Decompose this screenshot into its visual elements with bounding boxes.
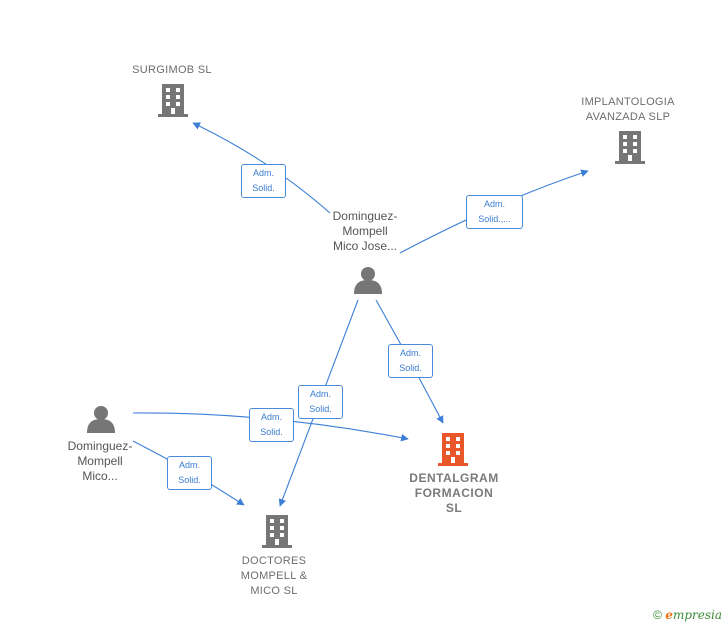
node-label-line: FORMACION — [414, 486, 494, 500]
building-icon-dentalgram[interactable] — [438, 433, 468, 466]
node-label-line: SURGIMOB SL — [132, 64, 212, 76]
node-label-line: AVANZADA SLP — [585, 111, 671, 123]
brand-initial: e — [665, 608, 673, 622]
edge-label-line: Solid. — [399, 363, 422, 373]
person-icon-mico[interactable] — [87, 406, 115, 433]
node-label-implantologia[interactable]: IMPLANTOLOGIA AVANZADA SLP — [566, 95, 690, 125]
node-label-line: Mico... — [82, 469, 118, 483]
node-label-person-mico[interactable]: Dominguez- Mompell Mico... — [40, 439, 160, 484]
edge-label-jose-implantologia[interactable]: Adm. Solid.,... — [466, 195, 523, 229]
edge-label-jose-surgimob[interactable]: Adm. Solid. — [241, 164, 286, 198]
edge-label-line: Adm. — [260, 412, 282, 422]
node-label-line: Mompell — [77, 454, 123, 468]
node-label-line: DOCTORES — [241, 555, 307, 567]
edge-label-mico-doctores[interactable]: Adm. Solid. — [167, 456, 212, 490]
node-label-dentalgram[interactable]: DENTALGRAM FORMACION SL — [392, 471, 516, 516]
building-icon-implantologia[interactable] — [615, 131, 645, 164]
edge-label-line: Adm. — [483, 199, 505, 209]
edge-label-line: Adm. — [309, 389, 331, 399]
edge-label-line: Solid.,... — [478, 214, 511, 224]
node-label-line: IMPLANTOLOGIA — [581, 96, 675, 108]
edge-label-line: Solid. — [252, 183, 275, 193]
node-label-line: MOMPELL & — [240, 570, 308, 582]
brand-logo: empresia — [665, 608, 722, 622]
building-icon-surgimob[interactable] — [158, 84, 188, 117]
node-label-line: MICO SL — [250, 585, 298, 597]
edge-label-line: Solid. — [260, 427, 283, 437]
building-icon-doctores[interactable] — [262, 515, 292, 548]
node-label-surgimob[interactable]: SURGIMOB SL — [110, 63, 234, 78]
node-label-person-jose[interactable]: Dominguez- Mompell Mico Jose... — [305, 209, 425, 254]
node-label-doctores[interactable]: DOCTORES MOMPELL & MICO SL — [212, 554, 336, 599]
edge-label-line: Adm. — [178, 460, 200, 470]
person-icon-jose[interactable] — [354, 267, 382, 294]
edge-label-line: Solid. — [178, 475, 201, 485]
node-label-line: SL — [445, 501, 463, 515]
edge-label-line: Adm. — [399, 348, 421, 358]
brand-name: mpresia — [672, 608, 722, 622]
node-label-line: Dominguez- — [67, 439, 133, 453]
edge-label-jose-dentalgram[interactable]: Adm. Solid. — [388, 344, 433, 378]
copyright-icon: © — [653, 608, 662, 622]
edge-label-line: Solid. — [309, 404, 332, 414]
node-label-line: DENTALGRAM — [409, 471, 499, 485]
edge-label-mico-dentalgram[interactable]: Adm. Solid. — [249, 408, 294, 442]
node-label-line: Dominguez- — [332, 209, 398, 223]
node-label-line: Mico Jose... — [332, 239, 398, 253]
footer-brand[interactable]: © empresia — [653, 608, 722, 622]
node-label-line: Mompell — [342, 224, 388, 238]
edge-label-jose-doctores[interactable]: Adm. Solid. — [298, 385, 343, 419]
edge-label-line: Adm. — [252, 168, 274, 178]
